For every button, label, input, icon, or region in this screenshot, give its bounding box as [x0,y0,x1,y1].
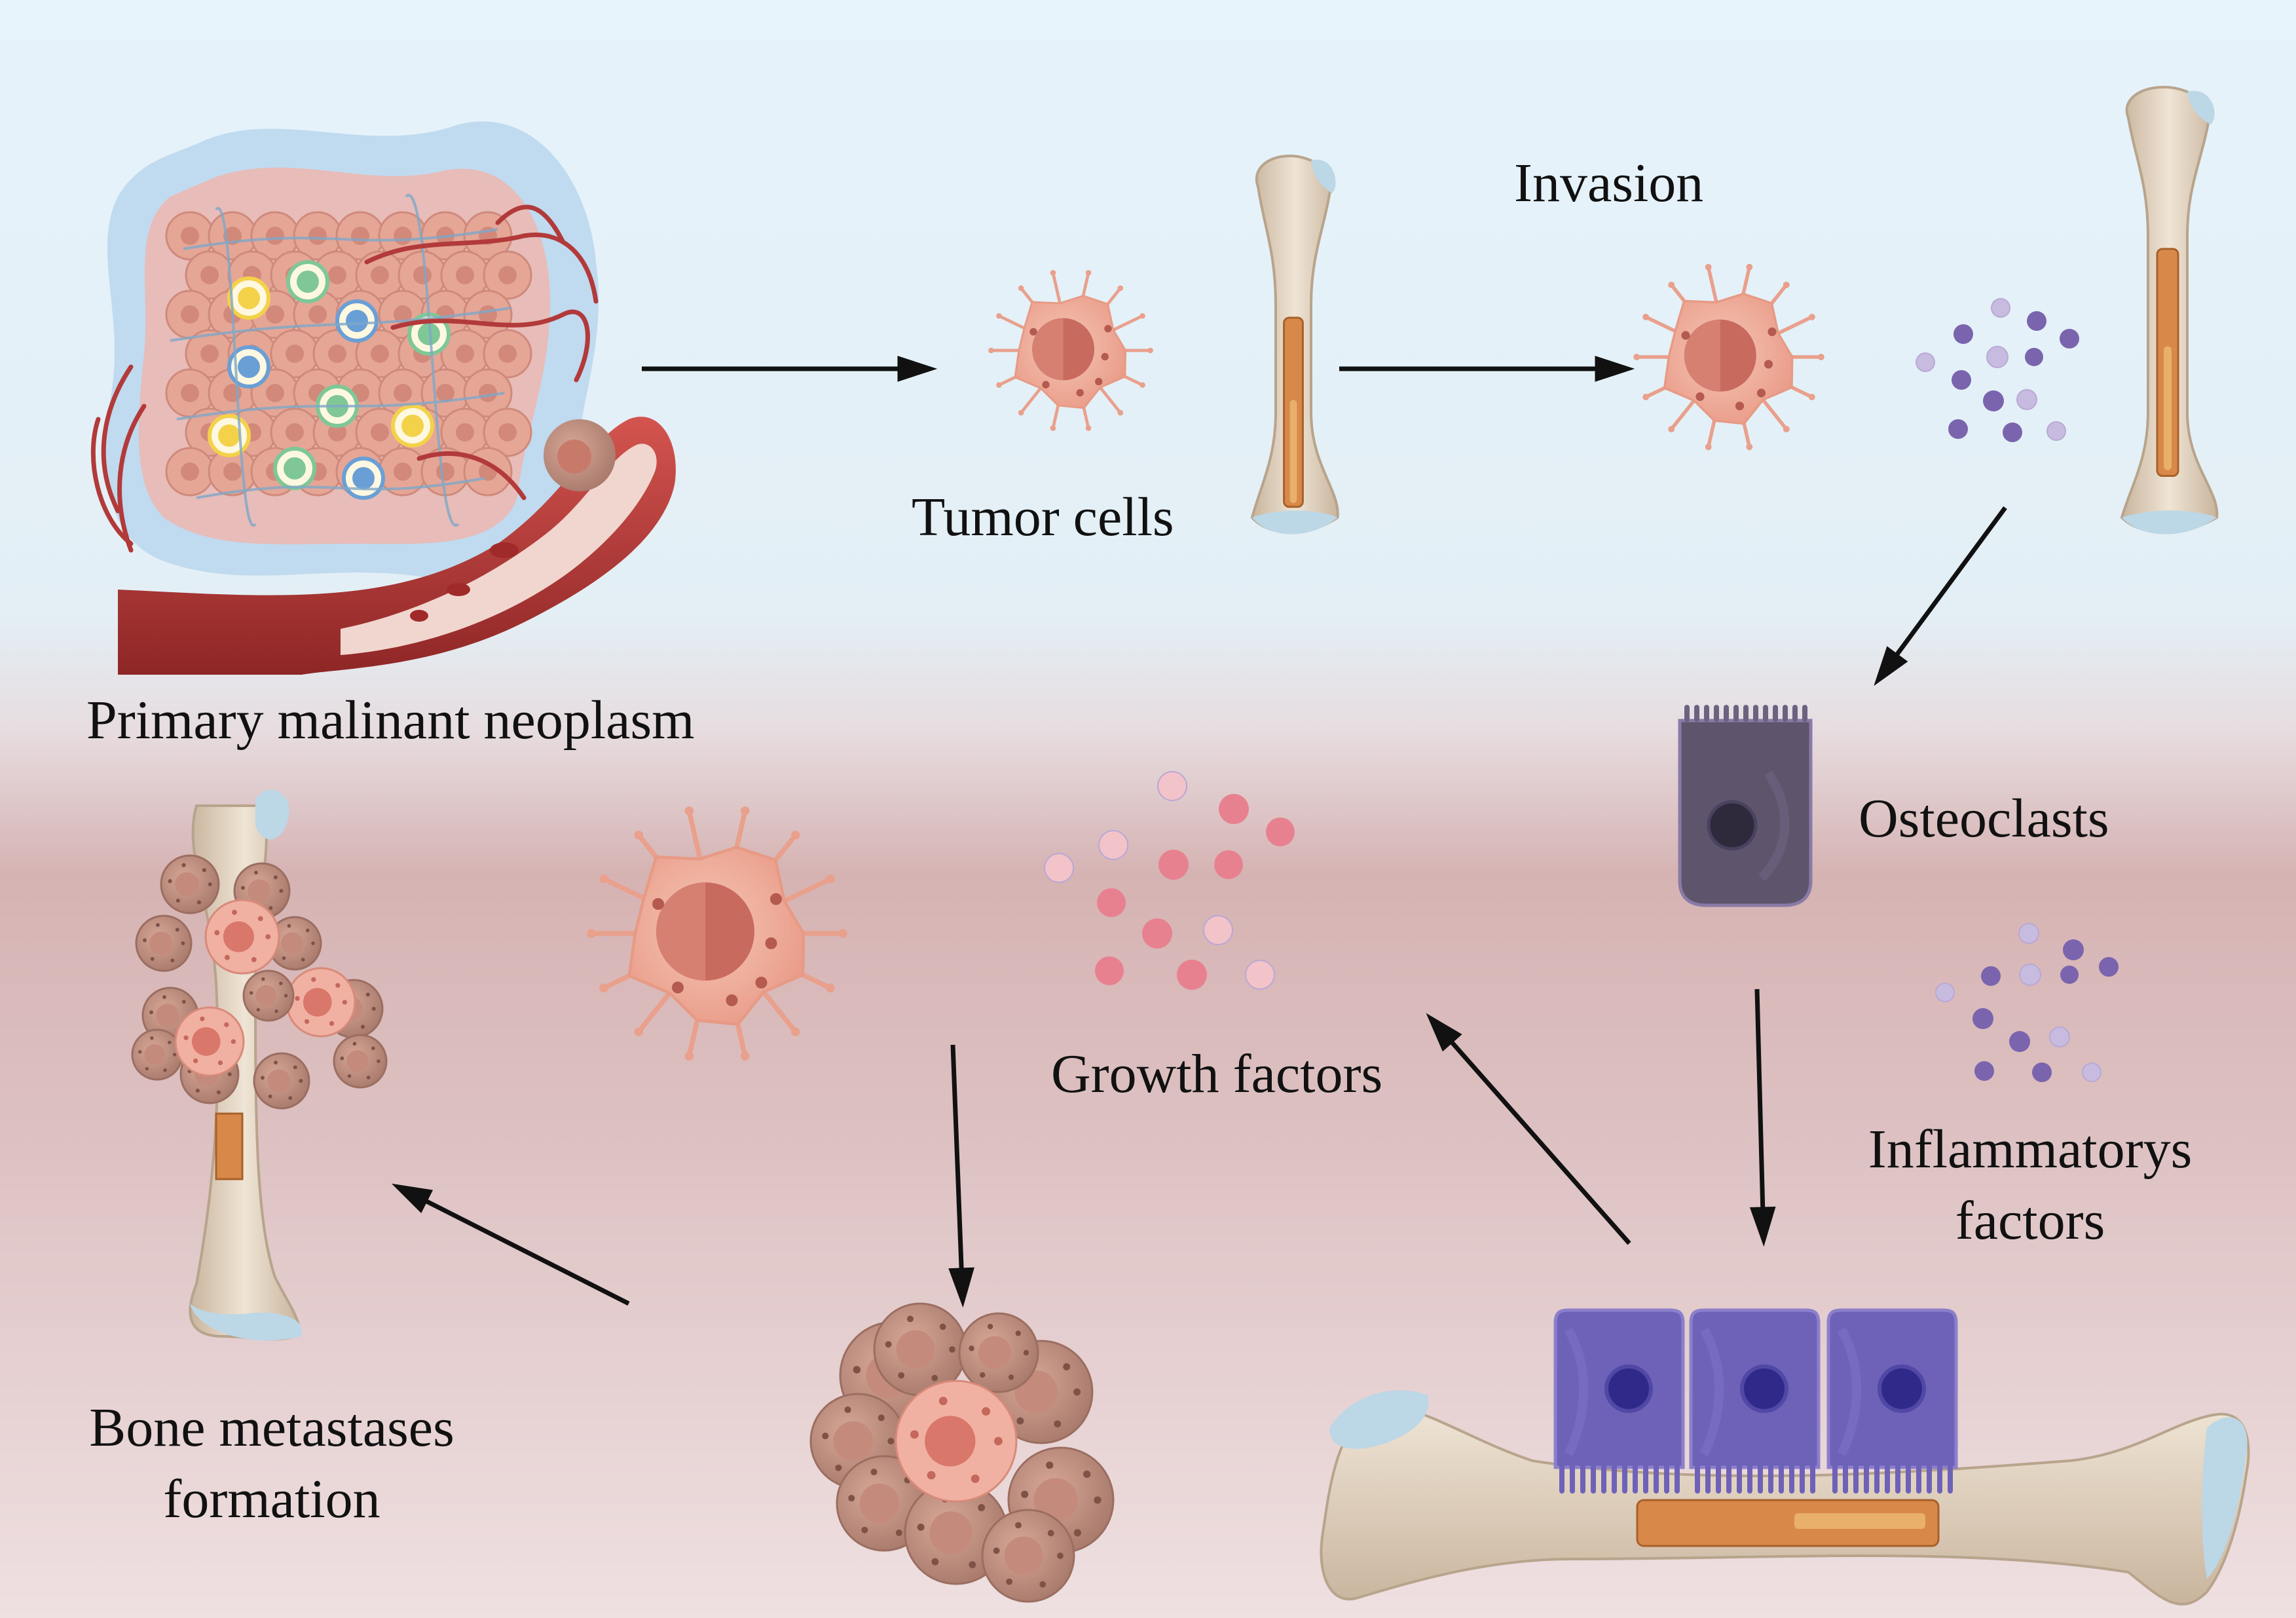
arrow [1749,988,1776,1247]
tumor-cell-icon [988,270,1153,431]
label-tumor-cells: Tumor cells [912,487,1174,548]
cluster-cell-shape [873,1302,967,1397]
osteoblast-group [1553,1308,1958,1494]
label-bone-metastases: Bone metastases formation [72,1392,472,1535]
label-bone-meta-line2: formation [163,1469,380,1530]
bone-metastasis-cluster [131,854,388,1110]
cluster-cell-shape [174,1006,245,1077]
label-bone-meta-line1: Bone metastases [89,1397,454,1458]
cluster-cell-shape [204,899,280,975]
label-inflammatory-line2: factors [1955,1190,2105,1252]
arrow [642,356,938,382]
osteoblast-icon [1689,1308,1821,1494]
tumor-cell-icon [1633,263,1824,451]
arrow [1339,356,1635,382]
tumor-cell-icon [587,806,847,1061]
label-primary-neoplasm: Primary malinant neoplasm [86,690,695,751]
tumor-cell-shape [1633,263,1824,451]
bone-shape [1250,155,1339,535]
bone-icon [1250,155,1339,535]
cluster-cell-shape [131,1028,183,1081]
growth-factor-dots [1044,771,1295,990]
arrows [391,356,2007,1308]
horizontal-bone-icon [1320,1390,2250,1606]
arrow [948,1044,974,1308]
cluster-cell-shape [253,1052,310,1110]
cluster-cell-shape [267,916,322,971]
cluster-cell-shape [286,967,356,1038]
inflammatory-factor-dots [1935,923,2119,1082]
bone-icon [2120,86,2219,535]
arrow [1426,1013,1631,1245]
tumor-cell-shape [587,806,847,1061]
vessel-branches [90,204,599,553]
cluster-cell-shape [160,854,220,914]
cluster-cell-shape [958,1312,1039,1393]
osteoblast-icon [1826,1308,1958,1494]
bone-shape [2120,86,2219,535]
cluster-cell-shape [242,969,295,1022]
arrow [391,1183,630,1306]
cluster-cell-shape [333,1034,388,1089]
tumor-cluster-icon [809,1302,1115,1603]
label-inflammatory-line1: Inflammatorys [1868,1119,2193,1180]
arrow [1874,506,2007,687]
osteoclast-icon [1678,705,1813,907]
label-invasion: Invasion [1514,153,1704,214]
inflammatory-factor-dots [1916,298,2079,442]
tumor-cell-shape [988,270,1153,431]
label-inflammatory-factors: Inflammatorys factors [1853,1114,2207,1256]
label-osteoclasts: Osteoclasts [1859,788,2109,849]
osteoblast-icon [1553,1308,1685,1494]
tumor-mass-cells [165,194,532,527]
cluster-cell-shape [981,1509,1075,1603]
extravasating-cell-icon [544,419,616,491]
label-growth-factors: Growth factors [1051,1044,1383,1104]
blood-vessel-icon [118,417,676,675]
cluster-cell-shape [135,914,193,972]
cluster-cell-shape [895,1380,1018,1503]
